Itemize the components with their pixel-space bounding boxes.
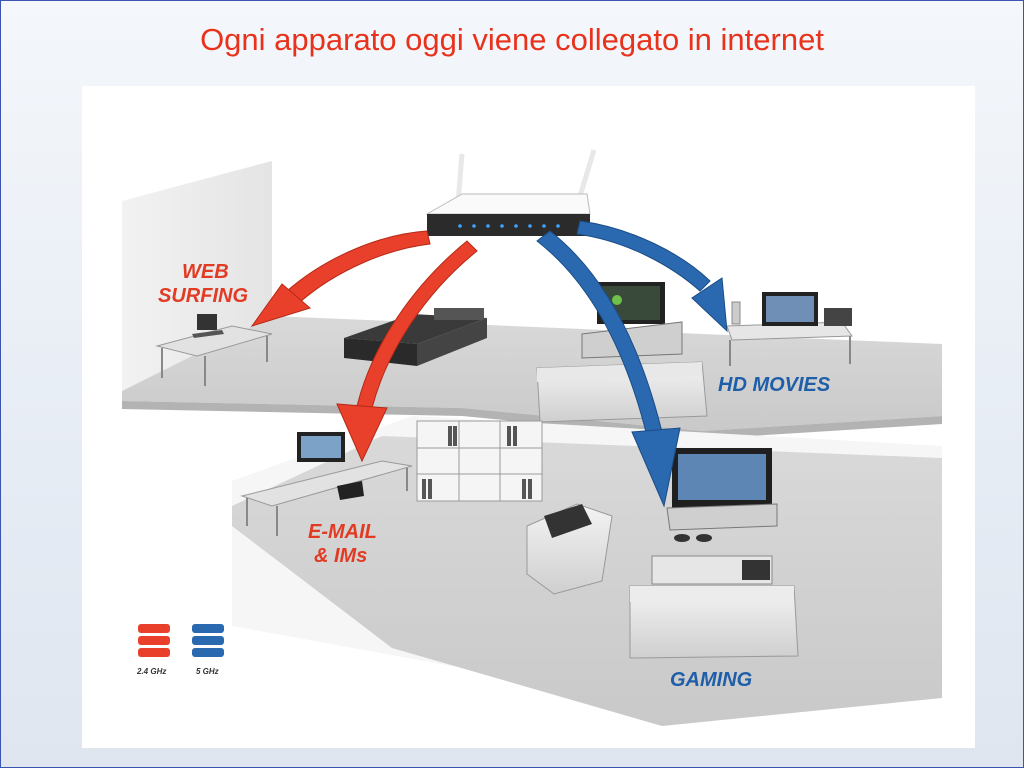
label-email-1: E-MAIL [308,521,377,543]
label-email-2: & IMs [314,545,367,567]
game-console-icon [666,448,778,542]
upper-floor [122,316,942,431]
sofa-icon [526,503,613,595]
legend-5ghz-icon [192,624,224,657]
legend-2.4ghz-icon [138,624,170,657]
laptop-icon [155,314,273,386]
bookshelf-icon [416,420,543,502]
arrows-2.4ghz [250,230,478,463]
arrows-5ghz [536,220,728,508]
label-gaming: GAMING [670,669,752,691]
label-hd-movies: HD MOVIES [718,374,831,396]
bed-icon [344,308,487,366]
slide-title: Ogni apparato oggi viene collegato in in… [200,22,824,57]
legend: 2.4 GHz 5 GHz [136,624,224,676]
label-web-surfing-1: WEB [182,261,229,283]
sofa-icon [629,555,799,659]
network-diagram-panel: WEB SURFING HD MOVIES E-MAIL & IMs GAMIN… [82,86,975,748]
network-diagram: WEB SURFING HD MOVIES E-MAIL & IMs GAMIN… [122,149,942,726]
sofa-icon [536,361,708,423]
legend-2.4ghz-label: 2.4 GHz [136,667,166,676]
wireless-router-icon [425,149,597,236]
legend-5ghz-label: 5 GHz [196,667,219,676]
desk-computer-icon [240,432,413,536]
desk-computer-icon [726,292,853,366]
label-web-surfing-2: SURFING [158,285,248,307]
